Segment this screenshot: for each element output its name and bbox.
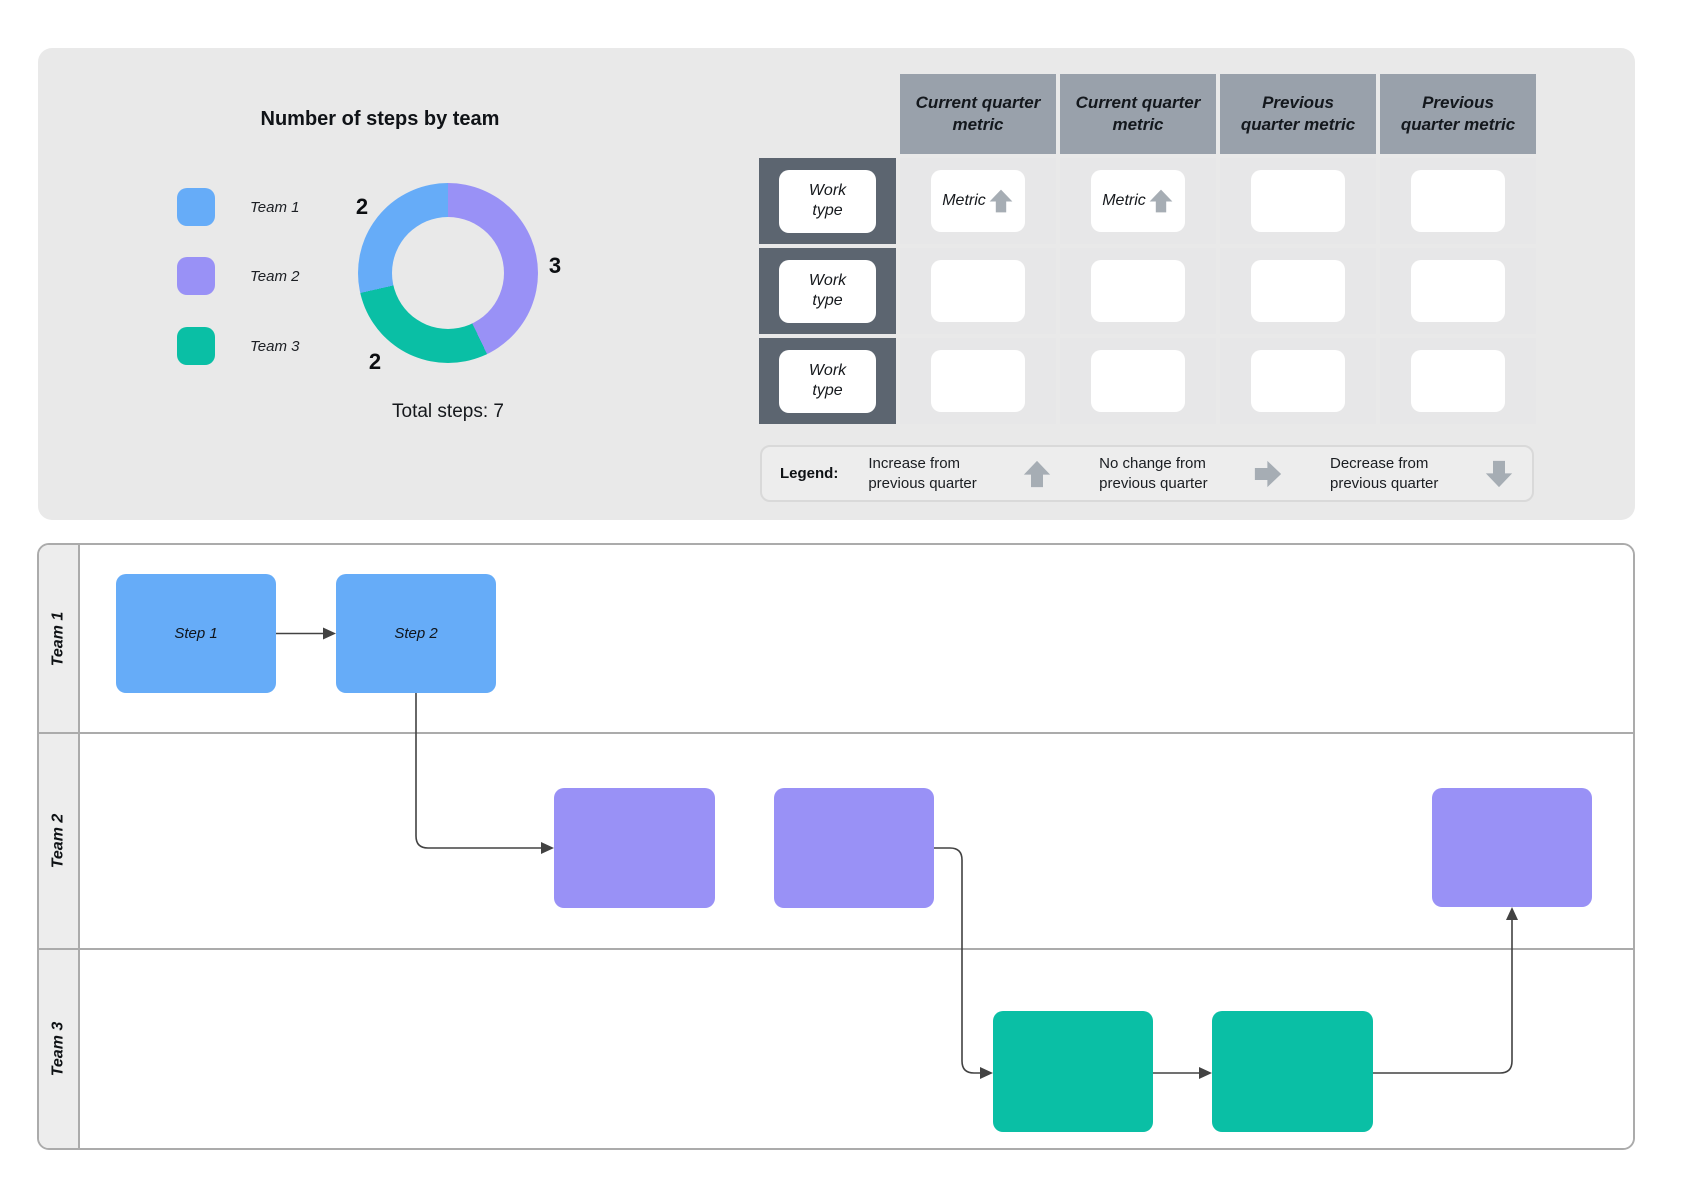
empty-value-box[interactable]	[1411, 350, 1505, 412]
empty-value-box[interactable]	[931, 260, 1025, 322]
table-cell[interactable]	[1060, 248, 1216, 334]
down-arrow-icon	[1485, 460, 1513, 487]
table-corner-cell	[759, 74, 896, 154]
flow-step-team3-a[interactable]	[993, 1011, 1153, 1132]
lane-header-team2[interactable]: Team 2	[39, 734, 80, 948]
legend-label-team1: Team 1	[250, 198, 300, 216]
legend-item-decrease: Decrease from previous quarter	[1330, 454, 1514, 494]
table-cell[interactable]: Metric	[1060, 158, 1216, 244]
empty-value-box[interactable]	[1411, 260, 1505, 322]
flow-step-team3-b[interactable]	[1212, 1011, 1373, 1132]
table-cell[interactable]	[1220, 158, 1376, 244]
total-steps-label: Total steps: 7	[392, 401, 504, 422]
work-type-row-header[interactable]: Work type	[759, 158, 896, 244]
increase-arrow-icon	[1149, 189, 1173, 213]
donut-value-team1: 2	[355, 194, 369, 219]
legend-swatch-team2	[177, 257, 215, 295]
flow-step-team2-a[interactable]	[554, 788, 715, 908]
legend-item-increase: Increase from previous quarter	[868, 454, 1052, 494]
lane-team3: Team 3	[39, 948, 1633, 1148]
table-cell[interactable]	[1380, 158, 1536, 244]
donut-hole	[392, 217, 504, 329]
metric-value-box[interactable]: Metric	[1091, 170, 1185, 232]
lane-body-team1	[80, 545, 1633, 732]
up-arrow-icon	[1024, 460, 1051, 487]
legend-swatch-team1	[177, 188, 215, 226]
metrics-panel: Number of steps by team Team 1 Team 2 Te…	[38, 48, 1635, 520]
flow-step-team2-c[interactable]	[1432, 788, 1592, 907]
legend-title: Legend:	[780, 465, 839, 482]
work-type-box[interactable]: Work type	[779, 259, 876, 323]
table-cell[interactable]: Metric	[900, 158, 1056, 244]
empty-value-box[interactable]	[1251, 170, 1345, 232]
work-type-box[interactable]: Work type	[779, 169, 876, 233]
table-cell[interactable]	[900, 338, 1056, 424]
empty-value-box[interactable]	[1411, 170, 1505, 232]
lane-header-team3[interactable]: Team 3	[39, 950, 80, 1148]
table-header-col4[interactable]: Previous quarter metric	[1380, 74, 1536, 154]
lane-team1: Team 1	[39, 545, 1633, 732]
lane-header-team1[interactable]: Team 1	[39, 545, 80, 732]
table-cell[interactable]	[1380, 248, 1536, 334]
table-cell[interactable]	[1060, 338, 1216, 424]
empty-value-box[interactable]	[1251, 350, 1345, 412]
empty-value-box[interactable]	[1091, 350, 1185, 412]
swimlane-diagram: Team 1 Team 2 Team 3 Step 1	[37, 543, 1635, 1150]
table-cell[interactable]	[1220, 338, 1376, 424]
donut-value-team3: 2	[368, 349, 382, 374]
legend-item-no-change: No change from previous quarter	[1099, 454, 1283, 494]
work-type-box[interactable]: Work type	[779, 349, 876, 413]
table-cell[interactable]	[1380, 338, 1536, 424]
right-arrow-icon	[1255, 460, 1282, 487]
table-legend-bar: Legend: Increase from previous quarter N…	[760, 445, 1534, 502]
donut-chart[interactable]	[358, 183, 538, 363]
table-header-col3[interactable]: Previous quarter metric	[1220, 74, 1376, 154]
legend-swatch-team3	[177, 327, 215, 365]
table-cell[interactable]	[900, 248, 1056, 334]
metric-value-box[interactable]: Metric	[931, 170, 1025, 232]
increase-arrow-icon	[989, 189, 1013, 213]
legend-label-team2: Team 2	[250, 267, 300, 285]
table-header-col1[interactable]: Current quarter metric	[900, 74, 1056, 154]
work-type-row-header[interactable]: Work type	[759, 338, 896, 424]
empty-value-box[interactable]	[1091, 260, 1185, 322]
flow-step-team2-b[interactable]	[774, 788, 934, 908]
metric-table: Current quarter metric Current quarter m…	[759, 74, 1536, 424]
lane-body-team3	[80, 950, 1633, 1148]
legend-label-team3: Team 3	[250, 337, 300, 355]
chart-title: Number of steps by team	[260, 108, 500, 130]
work-type-row-header[interactable]: Work type	[759, 248, 896, 334]
flow-step-2[interactable]: Step 2	[336, 574, 496, 693]
table-cell[interactable]	[1220, 248, 1376, 334]
empty-value-box[interactable]	[1251, 260, 1345, 322]
table-header-col2[interactable]: Current quarter metric	[1060, 74, 1216, 154]
empty-value-box[interactable]	[931, 350, 1025, 412]
flow-step-1[interactable]: Step 1	[116, 574, 276, 693]
donut-value-team2: 3	[548, 253, 562, 278]
